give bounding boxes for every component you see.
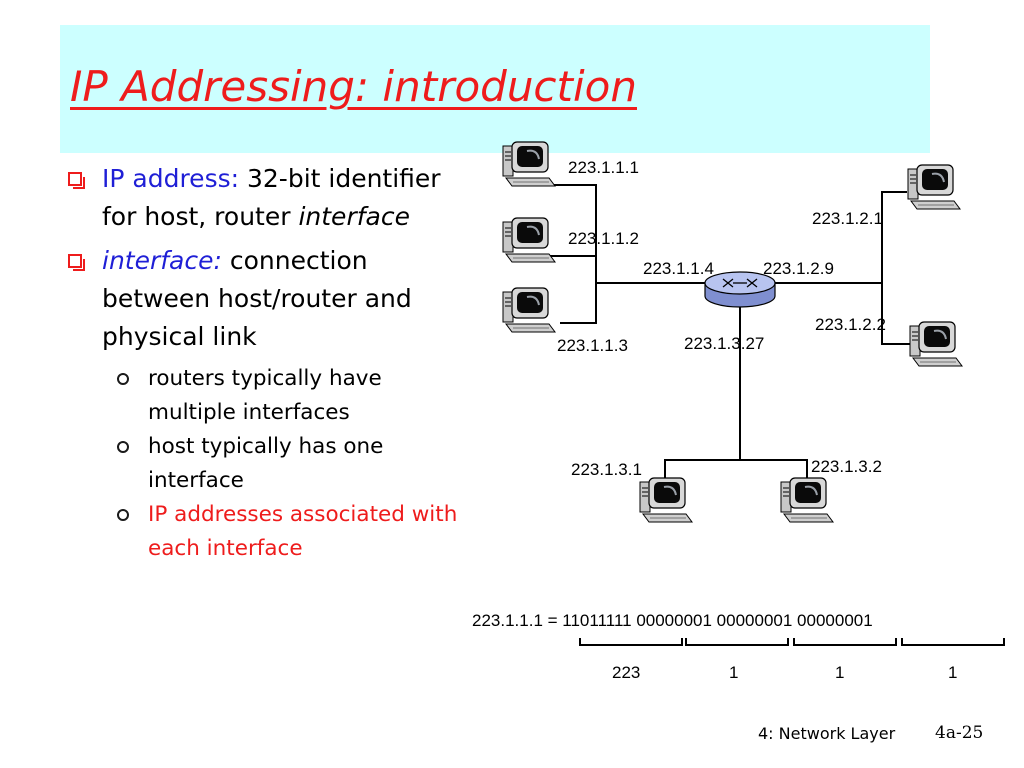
addr-label-router-right: 223.1.2.9: [763, 259, 834, 278]
binary-equation: 223.1.1.1 = 11011111 00000001 00000001 0…: [472, 611, 873, 630]
host-computer-icon: [502, 141, 556, 187]
sub-bullet-routers: routers typically have multiple interfac…: [62, 362, 462, 430]
router-icon: [704, 271, 776, 308]
sub-bullet-associated: IP addresses associated with each interf…: [62, 498, 462, 566]
addr-label-host-5: 223.1.2.2: [815, 315, 886, 334]
bullet-list: IP address: 32-bit identifier for host, …: [62, 160, 462, 566]
byte-value-4: 1: [948, 663, 957, 682]
byte-value-1: 223: [612, 663, 640, 682]
sub-bullet-text: IP addresses associated with each interf…: [148, 502, 458, 561]
byte-value-2: 1: [729, 663, 738, 682]
addr-label-host-6: 223.1.3.1: [571, 460, 642, 479]
host-computer-icon: [907, 164, 961, 210]
checkbox-bullet-icon: [68, 254, 85, 271]
circle-bullet-icon: [117, 509, 129, 521]
interface-word: interface: [298, 202, 410, 231]
host-computer-icon: [639, 477, 693, 523]
host-computer-icon: [780, 477, 834, 523]
interface-definition: connection between host/router and physi…: [102, 246, 412, 351]
bullet-ip-address: IP address: 32-bit identifier for host, …: [62, 160, 462, 236]
term-interface: interface:: [102, 246, 222, 275]
byte-brackets: [579, 638, 1005, 646]
term-ip-address: IP address:: [102, 164, 240, 193]
circle-bullet-icon: [117, 441, 129, 453]
byte-value-3: 1: [835, 663, 844, 682]
sub-bullet-text: host typically has one interface: [148, 434, 384, 493]
title-bar: [60, 25, 930, 153]
addr-label-host-4: 223.1.2.1: [812, 209, 883, 228]
network-links: [548, 184, 910, 488]
host-computer-icon: [502, 217, 556, 263]
addr-label-router-left: 223.1.1.4: [643, 259, 714, 278]
footer-page-number: 4a-25: [935, 723, 984, 743]
checkbox-bullet-icon: [68, 172, 85, 189]
addr-label-router-bottom: 223.1.3.27: [684, 334, 764, 353]
sub-bullet-host: host typically has one interface: [62, 430, 462, 498]
ip-address-definition: 32-bit identifier for host, router: [102, 164, 441, 231]
host-computer-icon: [502, 287, 556, 333]
footer-chapter: 4: Network Layer: [758, 724, 896, 743]
circle-bullet-icon: [117, 373, 129, 385]
addr-label-host-3: 223.1.1.3: [557, 336, 628, 355]
addr-label-host-2: 223.1.1.2: [568, 229, 639, 248]
sub-bullet-text: routers typically have multiple interfac…: [148, 366, 382, 425]
addr-label-host-1: 223.1.1.1: [568, 158, 639, 177]
addr-label-host-7: 223.1.3.2: [811, 457, 882, 476]
bullet-interface: interface: connection between host/route…: [62, 242, 462, 356]
host-computer-icon: [909, 321, 963, 367]
slide-title: IP Addressing: introduction: [70, 62, 637, 111]
